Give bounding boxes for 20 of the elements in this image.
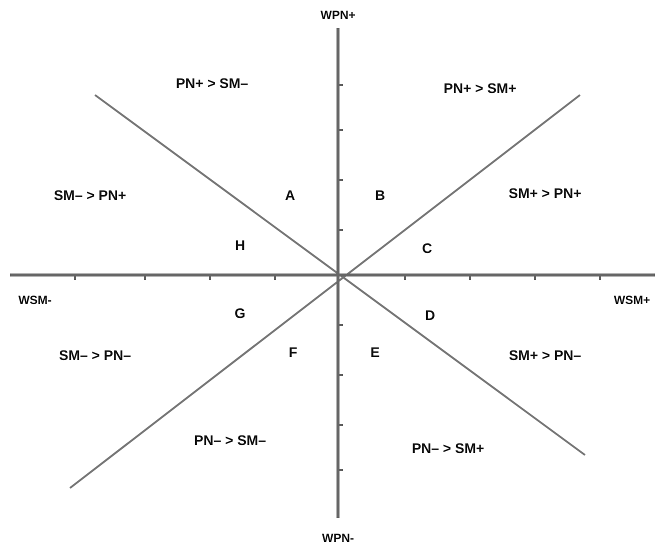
axis-label: WPN+ (320, 9, 356, 21)
sector-letter: A (284, 188, 296, 202)
region-label: PN+ > SM+ (444, 81, 516, 95)
region-label: PN+ > SM– (176, 76, 248, 90)
sector-letter: G (234, 306, 246, 320)
axis-label: WPN- (322, 532, 354, 544)
region-label: PN– > SM– (194, 433, 266, 447)
region-label: SM+ > PN+ (508, 186, 582, 200)
axis-label: WSM- (18, 294, 52, 306)
sector-letter: B (374, 188, 386, 202)
sector-letter: H (234, 238, 246, 252)
region-label: SM– > PN+ (54, 188, 126, 202)
sector-letter: E (370, 345, 380, 359)
region-label: SM+ > PN– (508, 348, 582, 362)
axis-label: WSM+ (614, 294, 650, 306)
sector-letter: F (288, 345, 298, 359)
region-label: PN– > SM+ (412, 441, 484, 455)
region-label: SM– > PN– (59, 348, 131, 362)
sector-letter: D (424, 308, 436, 322)
sector-letter: C (422, 241, 432, 255)
